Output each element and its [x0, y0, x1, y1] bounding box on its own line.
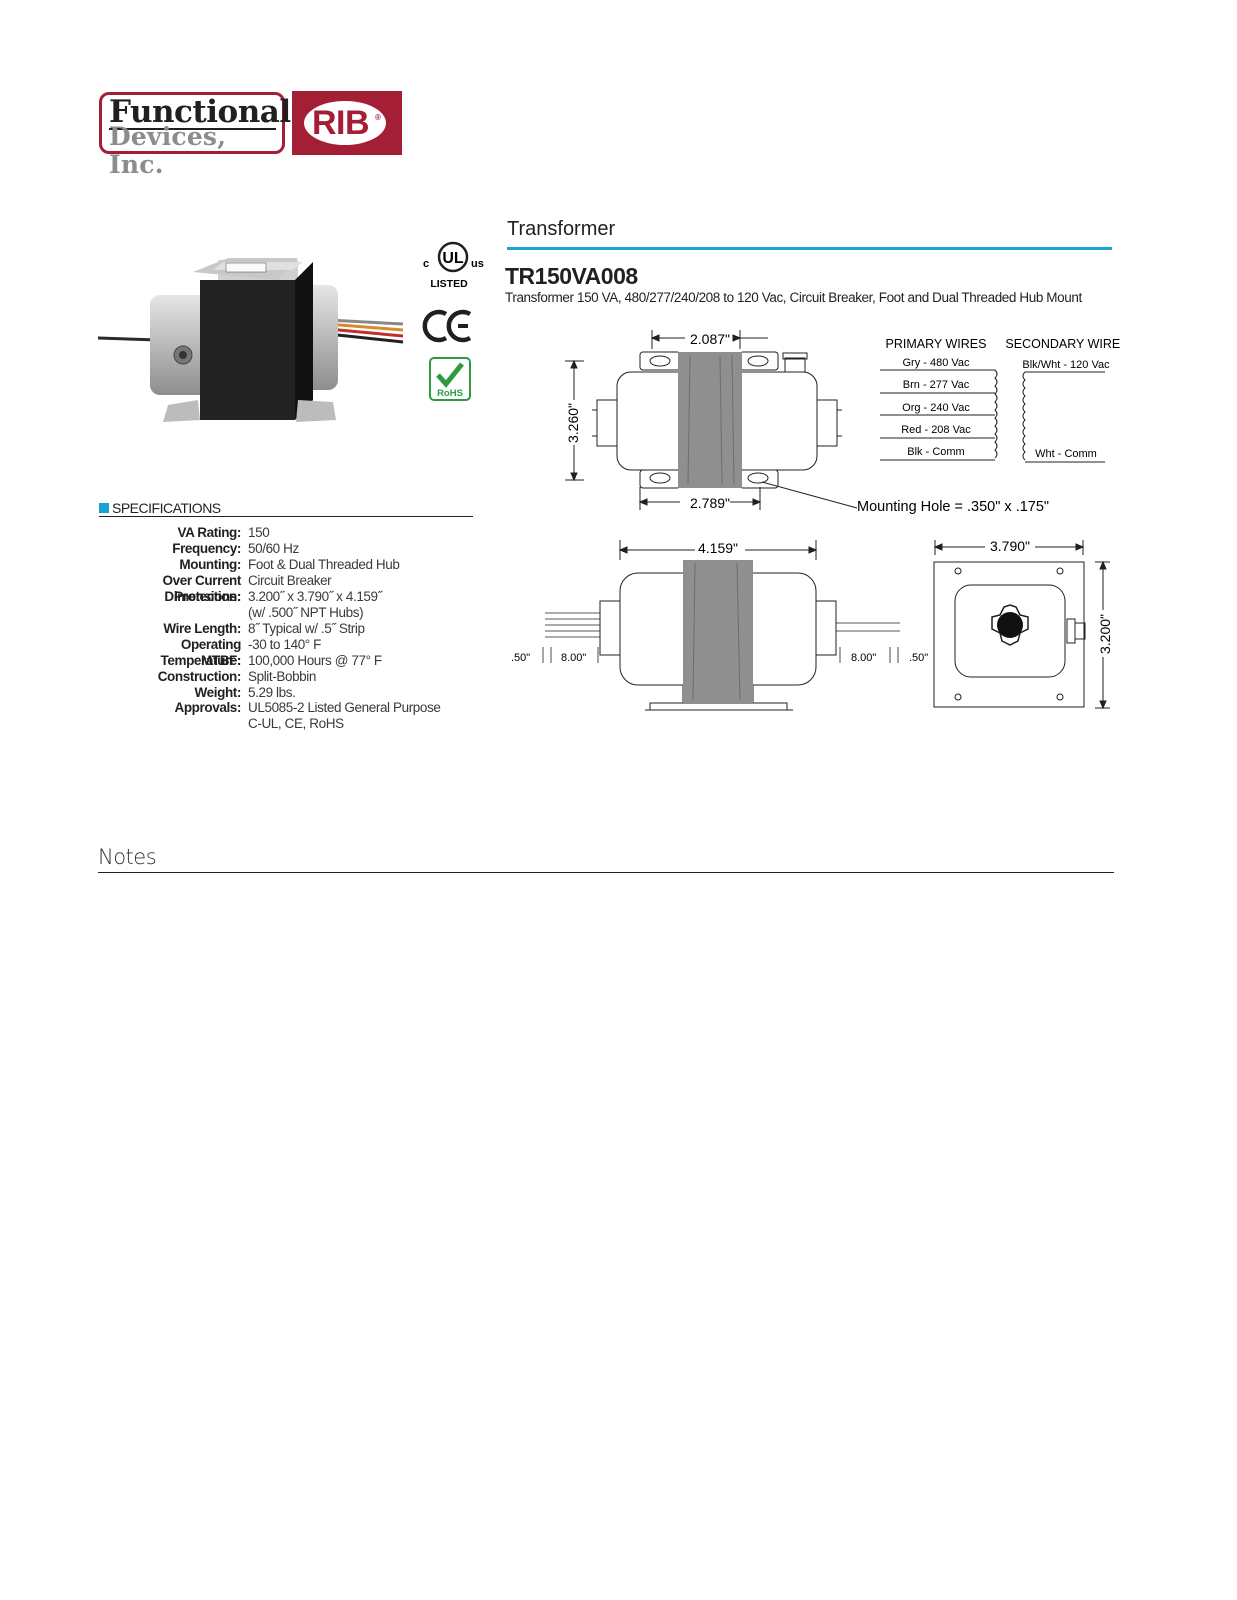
- specifications-heading: SPECIFICATIONS: [99, 500, 473, 517]
- category-underline: [507, 247, 1112, 250]
- spec-label: Mounting:: [179, 557, 241, 572]
- dim-lead-right-a: 8.00": [851, 652, 876, 664]
- dim-bottom-width: 2.789": [690, 495, 730, 511]
- side-view-drawing: 4.159" .50" 8.00" 8.00" .50": [511, 540, 928, 711]
- wiring-diagram: PRIMARY WIRES SECONDARY WIRES Gry - 480 …: [880, 337, 1120, 463]
- rib-logo: RIB ®: [292, 91, 402, 155]
- model-number: TR150VA008: [505, 263, 638, 289]
- spec-value: 50/60 Hz: [248, 541, 299, 556]
- top-view-drawing: 2.087" 3.260" 2.789" Mounting Hole = .35…: [565, 330, 1049, 515]
- ul-mark: UL: [442, 250, 464, 267]
- end-view-drawing: 3.790" 3.200": [933, 538, 1113, 710]
- spec-value: 100,000 Hours @ 77° F: [248, 653, 382, 668]
- spec-value-line2: (w/ .500˝ NPT Hubs): [248, 605, 364, 620]
- spec-value: 5.29 lbs.: [248, 685, 296, 700]
- spec-value-line2: C-UL, CE, RoHS: [248, 716, 344, 731]
- dim-lead-right-b: .50": [909, 652, 928, 664]
- secondary-wires-heading: SECONDARY WIRES: [1005, 337, 1120, 351]
- primary-wire-3: Org - 240 Vac: [902, 402, 970, 414]
- spec-value: -30 to 140° F: [248, 637, 321, 652]
- spec-value: UL5085-2 Listed General Purpose: [248, 700, 441, 715]
- specifications-title: SPECIFICATIONS: [112, 500, 221, 516]
- spec-value: 8˝ Typical w/ .5˝ Strip: [248, 621, 365, 636]
- dim-end-width: 3.790": [990, 538, 1030, 554]
- spec-label: Approvals:: [174, 700, 241, 715]
- logo-rule: [109, 128, 276, 130]
- ce-mark-icon: [422, 309, 472, 343]
- functional-devices-logo: Functional Devices, Inc.: [99, 92, 291, 179]
- spec-value: Foot & Dual Threaded Hub: [248, 557, 400, 572]
- dim-lead-left-b: 8.00": [561, 652, 586, 664]
- product-category: Transformer: [507, 218, 616, 240]
- ul-c: c: [423, 258, 429, 270]
- secondary-wire-1: Blk/Wht - 120 Vac: [1022, 359, 1110, 371]
- dim-side-width: 4.159": [698, 540, 738, 556]
- spec-label: Frequency:: [172, 541, 241, 556]
- primary-wire-1: Gry - 480 Vac: [902, 357, 970, 369]
- spec-label: VA Rating:: [177, 525, 242, 540]
- dim-end-height: 3.200": [1097, 614, 1113, 654]
- ul-listed-icon: UL c us LISTED: [423, 241, 484, 290]
- spec-label: Weight:: [194, 685, 242, 700]
- dim-height: 3.260": [565, 403, 581, 443]
- spec-value: Circuit Breaker: [248, 573, 332, 588]
- primary-wire-4: Red - 208 Vac: [901, 424, 971, 436]
- logo-line2: Devices, Inc.: [109, 122, 227, 179]
- certification-icons: UL c us LISTED RoHS: [422, 241, 484, 401]
- secondary-wire-2: Wht - Comm: [1035, 448, 1097, 460]
- spec-label: Construction:: [157, 669, 242, 684]
- rib-text: RIB: [312, 104, 370, 142]
- primary-wire-2: Brn - 277 Vac: [903, 379, 970, 391]
- heading-square-icon: [99, 503, 109, 513]
- spec-label: MTBF:: [201, 653, 241, 668]
- rohs-text: RoHS: [437, 388, 463, 399]
- spec-label: Wire Length:: [163, 621, 241, 636]
- notes-rule: [98, 872, 1114, 873]
- spec-value: 150: [248, 525, 270, 540]
- primary-wires-heading: PRIMARY WIRES: [886, 337, 987, 351]
- rib-registered-mark: ®: [375, 113, 381, 122]
- rib-oval: [304, 101, 386, 145]
- dim-lead-left-a: .50": [511, 652, 530, 664]
- product-photo: [98, 258, 404, 422]
- logo-line1: Functional: [109, 94, 291, 130]
- ul-us: us: [471, 258, 484, 270]
- dim-top-width: 2.087": [690, 331, 730, 347]
- notes-heading: Notes: [98, 845, 157, 869]
- rohs-icon: RoHS: [429, 357, 471, 401]
- mounting-hole-label: Mounting Hole = .350" x .175": [857, 499, 1049, 515]
- spec-label: Operating Temperature:: [160, 637, 242, 668]
- spec-value: 3.200˝ x 3.790˝ x 4.159˝: [248, 589, 382, 604]
- spec-label: Over Current Protection:: [162, 573, 242, 604]
- spec-value: Split-Bobbin: [248, 669, 316, 684]
- primary-wire-5: Blk - Comm: [907, 446, 964, 458]
- spec-label: Dimensions:: [164, 589, 241, 604]
- ul-listed-text: LISTED: [430, 278, 468, 290]
- product-description: Transformer 150 VA, 480/277/240/208 to 1…: [505, 290, 1082, 305]
